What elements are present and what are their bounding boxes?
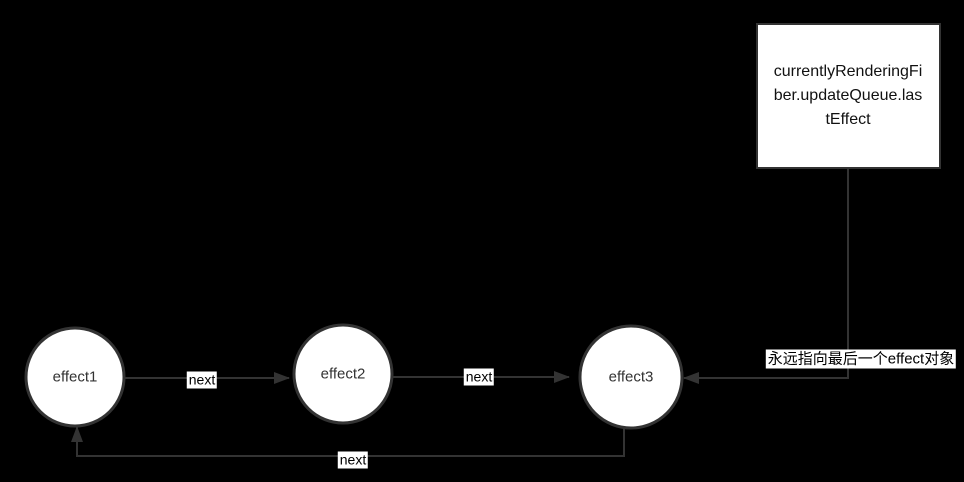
node-effect2 [292,323,394,425]
edge-lasteffect-pointer [683,168,849,384]
pointer-box [756,23,941,169]
node-label-effect3: effect3 [608,368,654,386]
node-effect1 [24,326,126,428]
edge-label-lasteffect-note: 永远指向最后一个effect对象 [765,349,957,369]
node-label-effect2: effect2 [320,365,366,383]
node-label-effect1: effect1 [52,368,98,386]
pointer-box-label: currentlyRenderingFiber.updateQueue.last… [773,63,923,128]
edge-label-next-3: next [337,451,369,469]
node-effect3 [578,324,684,430]
edge-label-next-2: next [463,368,495,386]
edge-label-next-1: next [186,371,218,389]
